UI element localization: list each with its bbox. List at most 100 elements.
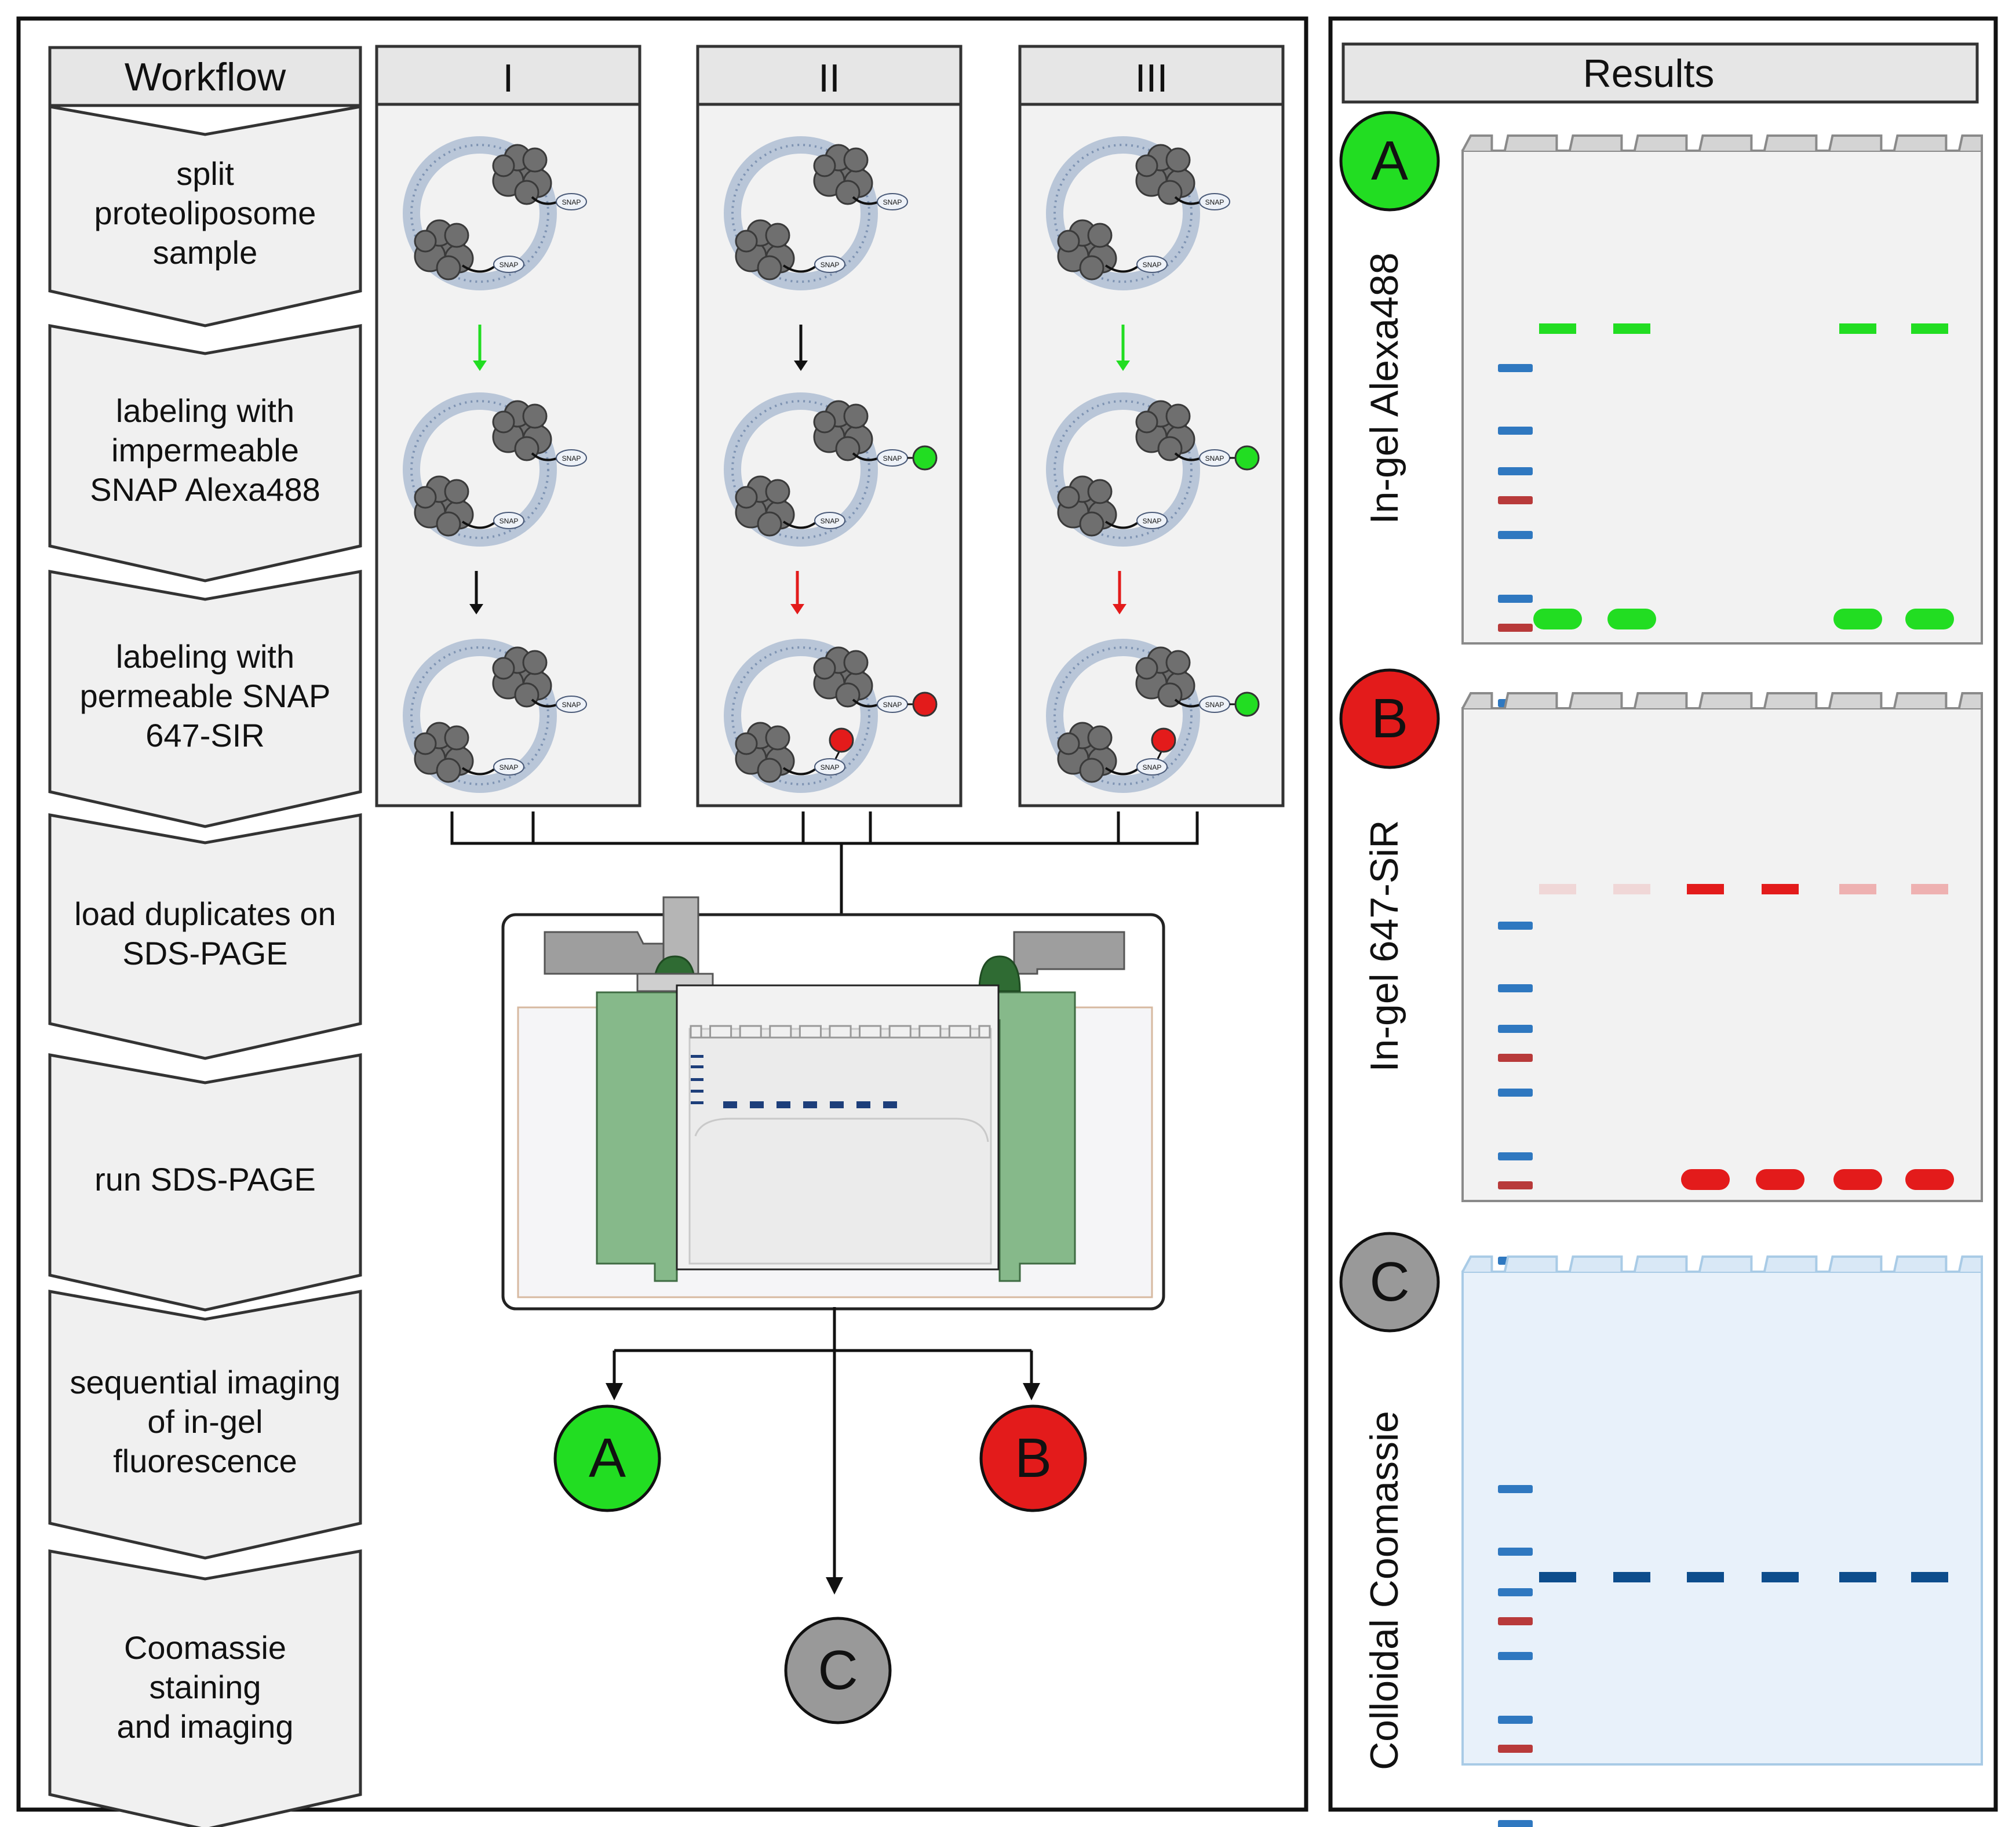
workflow-step-4-line-1: load duplicates on xyxy=(74,896,336,932)
dye-outside xyxy=(912,445,938,471)
snap-tag xyxy=(493,256,524,273)
workflow-step-2-line-1: labeling with xyxy=(116,392,294,429)
ladder-band xyxy=(1498,1548,1533,1556)
workflow-step-1-line-3: sample xyxy=(153,234,258,271)
snap-tag-label: SNAP xyxy=(1205,701,1224,709)
workflow-step-6-line-2: of in-gel xyxy=(147,1403,263,1440)
snap-tag xyxy=(556,193,587,210)
workflow-step-5-line-1: run SDS-PAGE xyxy=(94,1161,316,1198)
sample-band xyxy=(1911,1572,1948,1582)
snap-tag-label: SNAP xyxy=(883,454,902,463)
workflow-step-3-line-3: 647-SIR xyxy=(145,717,264,754)
ladder-band xyxy=(1498,1716,1533,1724)
ladder-band xyxy=(1498,496,1533,504)
ladder-band xyxy=(1498,1588,1533,1596)
snap-tag-label: SNAP xyxy=(883,701,902,709)
result-panel-a: AIn-gel Alexa488 xyxy=(1339,111,1983,756)
workflow-step-7-line-1: Coomassie xyxy=(124,1629,286,1666)
result-letter-circle xyxy=(1339,668,1440,769)
workflow-step-1-line-2: proteoliposome xyxy=(94,195,316,231)
gel-sample-band xyxy=(803,1101,817,1108)
sample-band xyxy=(1762,1572,1799,1582)
ladder-band xyxy=(1498,1152,1533,1160)
sample-band xyxy=(1687,1572,1724,1582)
ladder-band xyxy=(1498,427,1533,435)
snap-tag xyxy=(814,758,845,776)
snap-tag-label: SNAP xyxy=(500,763,519,771)
workflow-step-6 xyxy=(48,1290,362,1560)
workflow-step-3-line-1: labeling with xyxy=(116,638,294,675)
result-letter-circle xyxy=(1339,1232,1440,1333)
snap-tag-label: SNAP xyxy=(562,701,581,709)
ladder-band xyxy=(1498,624,1533,632)
workflow-step-6-line-1: sequential imaging xyxy=(70,1364,341,1400)
gel-ladder-mark xyxy=(691,1078,703,1081)
sds-page-apparatus xyxy=(501,896,1165,1311)
dye-outside xyxy=(912,692,938,717)
snap-tag xyxy=(814,256,845,273)
ladder-band xyxy=(1498,595,1533,603)
ladder-band xyxy=(1498,467,1533,475)
workflow-step-7-line-3: and imaging xyxy=(116,1708,293,1745)
sample-bottom-band xyxy=(1905,609,1954,629)
condition-header-box xyxy=(1018,45,1285,106)
condition-header: I xyxy=(503,56,514,100)
sample-bottom-band xyxy=(1905,1169,1954,1190)
sample-band xyxy=(1613,884,1650,894)
sample-band xyxy=(1762,884,1799,894)
snap-tag-label: SNAP xyxy=(1205,454,1224,463)
workflow-panel-frame xyxy=(16,16,1308,1812)
workflow-step-5 xyxy=(48,1053,362,1312)
ladder-band xyxy=(1498,531,1533,539)
snap-tag xyxy=(493,758,524,776)
output-a-letter: A xyxy=(589,1427,626,1489)
dye-inside xyxy=(829,727,854,753)
gel-sample-band xyxy=(856,1101,870,1108)
sample-band xyxy=(1613,323,1650,334)
ladder-band xyxy=(1498,1025,1533,1033)
snap-tag-label: SNAP xyxy=(1143,763,1162,771)
results-header-box xyxy=(1341,42,1979,104)
ladder-band xyxy=(1498,1485,1533,1493)
gel-ladder-mark xyxy=(691,1101,703,1104)
condition-header-box xyxy=(375,45,641,106)
ladder-band xyxy=(1498,1820,1533,1827)
result-letter: C xyxy=(1369,1251,1409,1313)
snap-tag-label: SNAP xyxy=(500,261,519,269)
result-title: In-gel 647-SiR xyxy=(1362,820,1406,1072)
workflow-step-6-line-3: fluorescence xyxy=(113,1443,297,1479)
gel-sample-band xyxy=(750,1101,764,1108)
snap-tag xyxy=(556,449,587,467)
snap-tag xyxy=(814,512,845,529)
gel-body xyxy=(1461,707,1983,1202)
workflow-header: Workflow xyxy=(125,55,286,99)
sample-bottom-band xyxy=(1756,1169,1804,1190)
workflow-step-7 xyxy=(48,1549,362,1827)
results-panel-frame xyxy=(1328,16,1998,1812)
gel-ladder-mark xyxy=(691,1055,703,1058)
sample-bottom-band xyxy=(1533,609,1582,629)
ladder-band xyxy=(1498,364,1533,372)
sample-band xyxy=(1687,884,1724,894)
gel-comb xyxy=(1461,692,1983,709)
snap-tag-label: SNAP xyxy=(1205,198,1224,206)
output-b-letter: B xyxy=(1015,1427,1052,1489)
ladder-band xyxy=(1498,1089,1533,1097)
output-c-circle: C xyxy=(784,1617,892,1724)
output-a-circle: A xyxy=(553,1404,661,1512)
dye-outside xyxy=(1234,692,1260,717)
ladder-band xyxy=(1498,1745,1533,1753)
output-routing xyxy=(606,1307,1040,1595)
results-header: Results xyxy=(1583,52,1715,96)
ladder-band xyxy=(1498,1054,1533,1062)
result-title: In-gel Alexa488 xyxy=(1362,253,1406,525)
workflow-step-2 xyxy=(48,324,362,583)
